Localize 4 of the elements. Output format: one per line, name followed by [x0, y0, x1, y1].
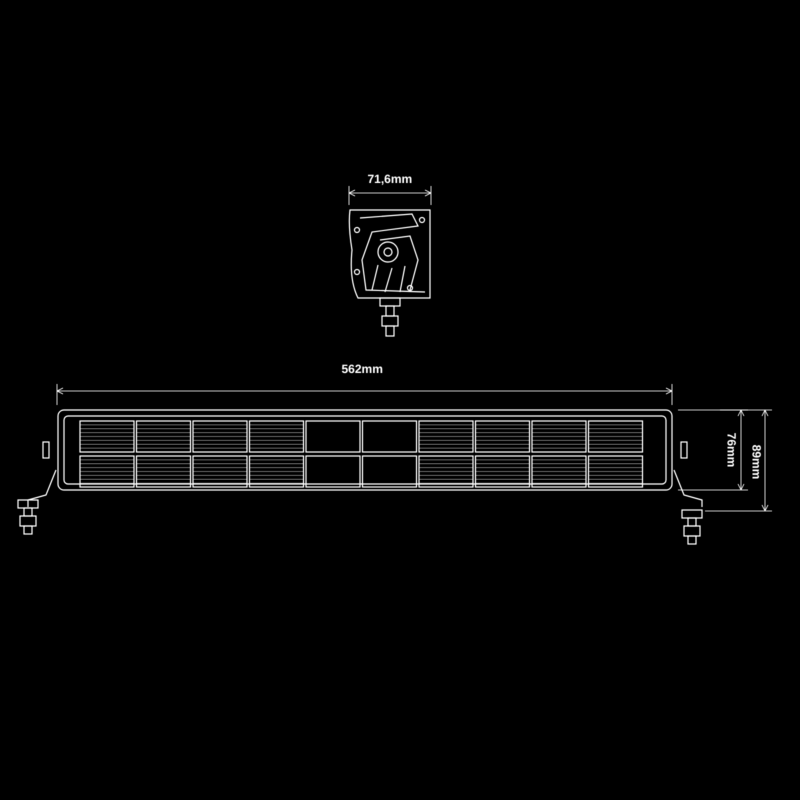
dimension-label: 76mm	[724, 432, 738, 468]
dimension-label: 89mm	[748, 444, 763, 480]
dimension-label: 71,6mm	[368, 172, 412, 186]
dimension-label: 562mm	[342, 362, 383, 376]
